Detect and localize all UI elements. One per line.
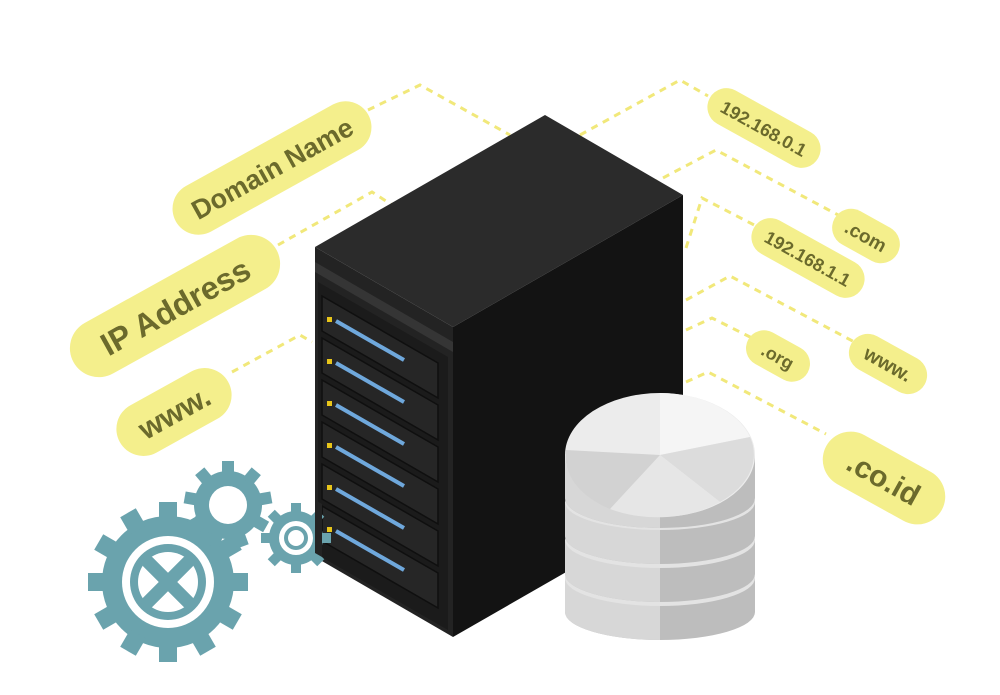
drive-bar [335,529,405,572]
drive-bar [335,361,405,404]
tag-pill [746,330,810,382]
tag-pill [172,101,372,235]
drive-bay [321,378,439,484]
tag-pill [848,333,928,395]
status-led-icon [327,443,332,448]
small-gear-icon [261,503,331,573]
drive-bay [321,420,439,526]
status-led-icon [327,527,332,532]
tag-co-id: .co.id [822,431,946,525]
medium-gear-icon [183,461,273,549]
drive-bays [321,294,439,610]
status-led-icon [327,485,332,490]
large-gear-icon [88,502,248,662]
tag-pill [822,431,946,525]
drive-bay [321,294,439,400]
drive-bar [335,487,405,530]
tag-ip-address: IP Address [69,234,281,378]
tag-pill [832,208,900,264]
tag-label: Domain Name [186,112,358,226]
tag-domain-name: Domain Name [172,101,372,235]
tag-pill [116,368,232,456]
drive-bar [335,445,405,488]
status-led-icon [327,317,332,322]
status-led-icon [327,359,332,364]
drive-bay [321,504,439,610]
database-stack-icon [565,393,755,640]
tag-ip-192-168-0-1: 192.168.0.1 [707,88,821,168]
database-disc [565,393,755,528]
tag-www-right: www. [848,333,928,395]
gear-icon [88,461,331,662]
tag-pill [707,88,821,168]
drive-bar [335,403,405,446]
drive-bay [321,336,439,442]
server-edge [315,500,322,557]
tag-www-left: www. [116,368,232,456]
tag-pill [751,218,865,298]
tag-pill [69,234,281,378]
tag-org: .org [746,330,810,382]
drive-bar [335,319,405,362]
drive-bay [321,462,439,568]
status-led-icon [327,401,332,406]
